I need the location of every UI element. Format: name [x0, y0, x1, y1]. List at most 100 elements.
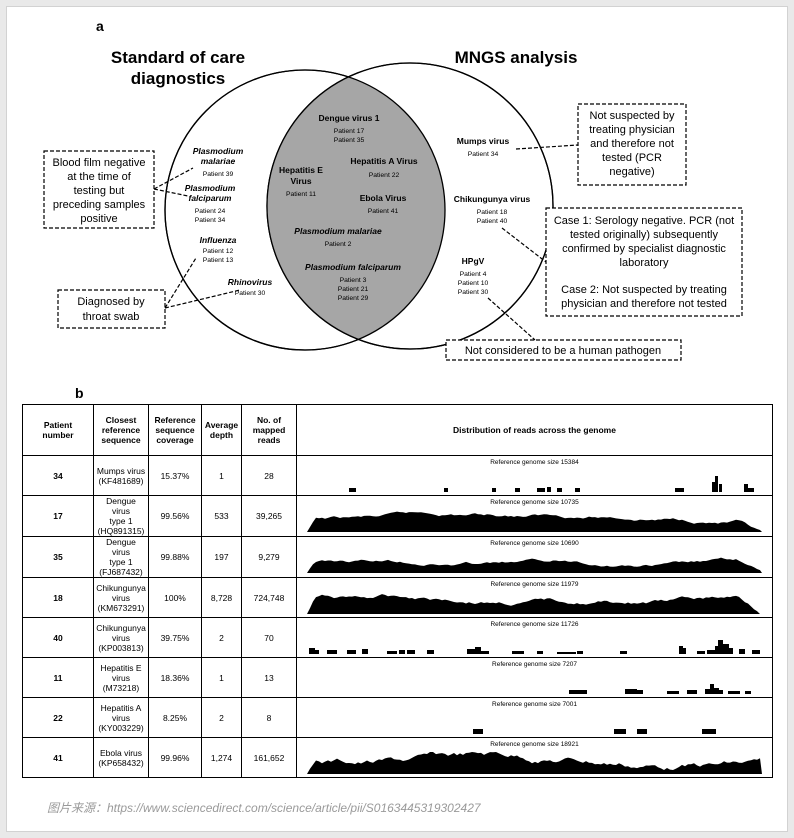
coverage-block [705, 689, 711, 694]
cell-patient: 34 [22, 455, 94, 496]
coverage-plot [473, 729, 716, 734]
soc-title-line2: diagnostics [131, 69, 225, 88]
note-throat-swab: Diagnosed by throat swab [57, 289, 166, 329]
coverage-block [467, 649, 475, 654]
coverage-block [739, 649, 745, 654]
pf-left-patient2: Patient 34 [195, 217, 226, 224]
hepa-patient: Patient 22 [369, 172, 400, 179]
coverage-block [723, 644, 729, 654]
hpgv-patient1: Patient 4 [460, 271, 487, 278]
cell-distribution: Reference genome size 15384 [296, 455, 773, 496]
cell-coverage: 15.37% [148, 455, 202, 496]
coverage-block [710, 684, 714, 694]
coverage-block [614, 729, 626, 734]
cell-distribution: Reference genome size 10735 [296, 495, 773, 537]
note-blood-film: Blood film negative at the time of testi… [43, 150, 155, 229]
cell-patient: 40 [22, 617, 94, 658]
cell-patient: 17 [22, 495, 94, 537]
cell-reads: 9,279 [241, 536, 297, 578]
cell-reads: 8 [241, 697, 297, 738]
cell-coverage: 39.75% [148, 617, 202, 658]
pf-left-name: Plasmodium [185, 183, 236, 193]
coverage-block [715, 646, 718, 654]
influenza-patient1: Patient 12 [203, 248, 234, 255]
cell-distribution: Reference genome size 11726 [296, 617, 773, 658]
coverage-block [349, 488, 356, 492]
coverage-block [718, 640, 723, 654]
cell-reads: 28 [241, 455, 297, 496]
cell-depth: 1 [201, 657, 242, 698]
ebola-patient: Patient 41 [368, 208, 399, 215]
note-chikungunya: Case 1: Serology negative. PCR (not test… [545, 207, 743, 317]
venn-diagram: a Standard of care diagnostics MNGS anal… [43, 18, 743, 400]
coverage-block [557, 488, 562, 492]
influenza-patient2: Patient 13 [203, 257, 234, 264]
header-distribution: Distribution of reads across the genome [296, 404, 773, 456]
coverage-block [362, 649, 368, 654]
coverage-block [683, 648, 686, 654]
coverage-block [729, 648, 733, 654]
hpgv-patient2: Patient 10 [458, 280, 489, 287]
cell-patient: 41 [22, 737, 94, 778]
coverage-block [547, 487, 551, 492]
coverage-block [492, 488, 496, 492]
soc-title-line1: Standard of care [111, 48, 245, 67]
hpgv-patient3: Patient 30 [458, 289, 489, 296]
coverage-plot [349, 476, 754, 492]
panel-b-label: b [75, 385, 84, 400]
coverage-block [715, 476, 718, 492]
genome-size-label: Reference genome size 15384 [490, 459, 579, 466]
pm-left-name2: malariae [201, 156, 236, 166]
coverage-area [307, 752, 762, 774]
cell-coverage: 18.36% [148, 657, 202, 698]
mngs-title: MNGS analysis [455, 48, 578, 67]
cell-distribution: Reference genome size 10690 [296, 536, 773, 578]
note-ts-line2: throat swab [83, 311, 140, 323]
rhinovirus-name: Rhinovirus [228, 277, 273, 287]
coverage-block [557, 652, 569, 654]
note-bf-line1: Blood film negative [53, 157, 146, 169]
coverage-plot [307, 557, 762, 573]
coverage-block [347, 650, 356, 654]
dengue-patient1: Patient 17 [334, 128, 365, 135]
cell-reads: 161,652 [241, 737, 297, 778]
coverage-block [473, 729, 483, 734]
coverage-block [512, 651, 524, 654]
note-mumps-line5: negative) [609, 166, 654, 178]
pm-left-patient: Patient 39 [203, 171, 234, 178]
hepe-name2: Virus [290, 176, 311, 186]
dengue-name: Dengue virus 1 [319, 113, 380, 123]
ebola-name: Ebola Virus [360, 193, 407, 203]
coverage-block [327, 650, 337, 654]
coverage-area [307, 557, 762, 573]
genome-size-label: Reference genome size 11726 [490, 621, 579, 628]
coverage-block [719, 484, 722, 492]
coverage-block [745, 691, 751, 694]
note-bf-line2: at the time of [67, 171, 132, 183]
influenza-name: Influenza [200, 235, 237, 245]
cell-patient: 11 [22, 657, 94, 698]
note-chik-line4: laboratory [620, 257, 669, 269]
cell-distribution: Reference genome size 11979 [296, 577, 773, 618]
genome-size-label: Reference genome size 18921 [490, 741, 579, 748]
note-bf-line3: testing but [74, 185, 125, 197]
coverage-block [752, 650, 760, 654]
pf-overlap-name: Plasmodium falciparum [305, 262, 401, 272]
rhinovirus-patient: Patient 30 [235, 290, 266, 297]
note-chik-line6: Case 2: Not suspected by treating [561, 284, 727, 296]
cell-depth: 197 [201, 536, 242, 578]
coverage-block [707, 650, 715, 654]
cell-reads: 13 [241, 657, 297, 698]
